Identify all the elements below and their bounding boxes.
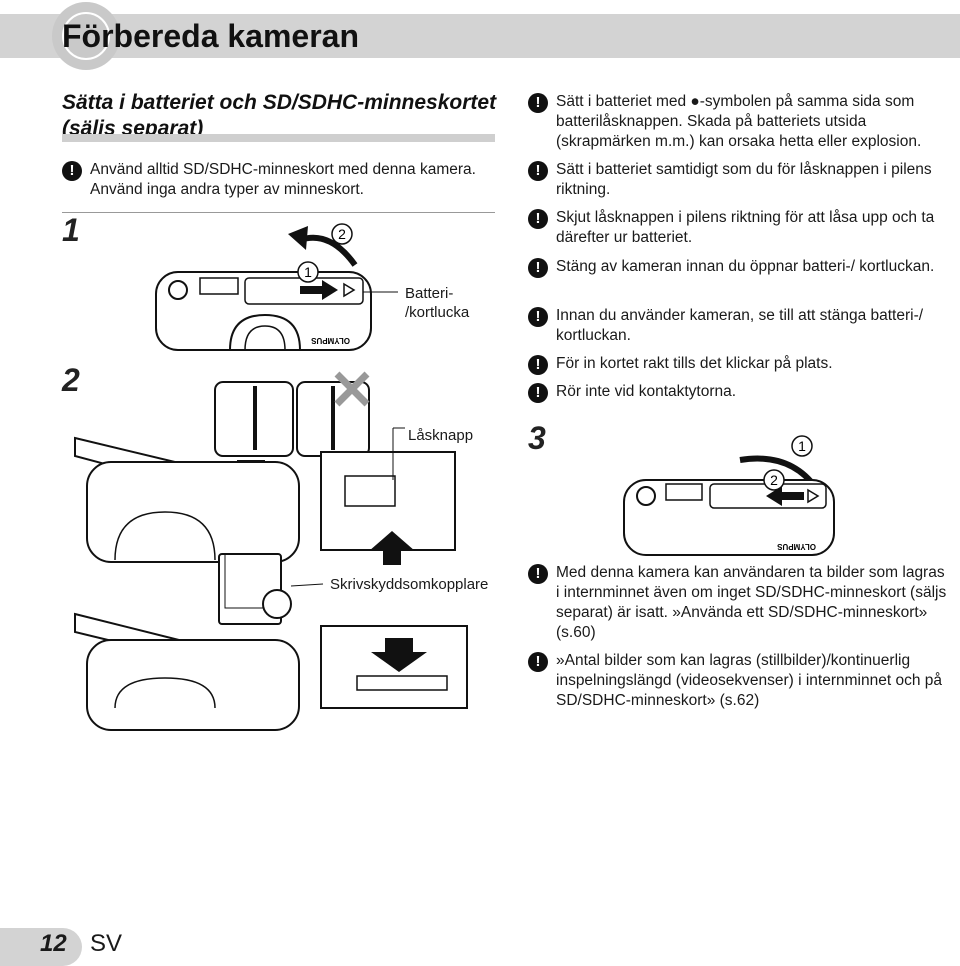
step-1-number: 1 <box>62 212 80 248</box>
circled-2-marker: 2 <box>331 223 353 245</box>
lens-ring-inner <box>244 325 286 351</box>
page-number: 12 <box>40 930 67 957</box>
triangle-mark-icon <box>343 282 356 298</box>
note-text: Med denna kamera kan användaren ta bilde… <box>556 564 947 641</box>
section-divider <box>62 212 495 213</box>
header-badge <box>52 2 120 70</box>
caution-icon: ! <box>528 564 548 584</box>
svg-text:2: 2 <box>338 226 346 242</box>
lock-push-arrow <box>369 531 415 565</box>
header-bar <box>0 14 960 58</box>
note-text: »Antal bilder som kan lagras (stillbilde… <box>556 652 943 709</box>
step-2-number: 2 <box>62 362 80 398</box>
note-right-4: ! Stäng av kameran innan du öppnar batte… <box>528 257 958 278</box>
svg-text:2: 2 <box>770 472 778 488</box>
brand-mark: OLYMPUS <box>311 336 350 345</box>
note-text: Rör inte vid kontaktytorna. <box>556 383 737 400</box>
note-text: Skjut låsknappen i pilens riktning för a… <box>556 209 935 246</box>
svg-text:1: 1 <box>798 438 806 454</box>
lens-ring <box>229 313 301 351</box>
figure-camera-door: OLYMPUS <box>155 226 398 351</box>
slide-arrow <box>300 280 338 300</box>
intro-note: ! Använd alltid SD/SDHC-minneskort med d… <box>62 160 482 200</box>
figure-card-insert <box>74 553 468 731</box>
svg-text:1: 1 <box>304 264 312 280</box>
cross-icon <box>334 371 370 407</box>
figure-battery-insert <box>74 371 456 565</box>
caution-icon: ! <box>528 355 548 375</box>
note-right-1: ! Sätt i batteriet med ●-symbolen på sam… <box>528 92 958 152</box>
slide-arrow-2 <box>766 486 804 506</box>
caution-icon: ! <box>528 383 548 403</box>
note-right-5: ! Innan du använder kameran, se till att… <box>528 306 958 346</box>
note-text: Sätt i batteriet med ●-symbolen på samma… <box>556 93 922 150</box>
caution-icon: ! <box>528 307 548 327</box>
step-3-number: 3 <box>528 420 546 456</box>
note-text: Sätt i batteriet samtidigt som du för lå… <box>556 161 932 198</box>
note-bottom-2: ! »Antal bilder som kan lagras (stillbil… <box>528 651 948 711</box>
battery-door-label: Batteri- /kortlucka <box>405 285 470 321</box>
circled-1-marker-2: 1 <box>791 435 813 457</box>
note-text: Stäng av kameran innan du öppnar batteri… <box>556 258 935 275</box>
note-text: För in kortet rakt tills det klickar på … <box>556 355 833 372</box>
page-title: Förbereda kameran <box>62 18 360 54</box>
note-right-7: ! Rör inte vid kontaktytorna. <box>528 382 958 403</box>
caution-icon: ! <box>528 93 548 113</box>
note-text: Innan du använder kameran, se till att s… <box>556 307 924 344</box>
camera-body-3 <box>86 639 300 731</box>
caution-icon: ! <box>528 258 548 278</box>
caution-icon: ! <box>528 652 548 672</box>
figure-close-door: OLYMPUS <box>623 455 835 556</box>
card-down-arrow <box>371 638 427 672</box>
speaker-grille <box>199 277 239 295</box>
section-rule <box>62 134 495 142</box>
write-protect-label: Skrivskyddsomkopplare <box>330 576 489 593</box>
circled-2-marker-2: 2 <box>763 469 785 491</box>
footer-bar <box>0 928 82 966</box>
note-right-6: ! För in kortet rakt tills det klickar p… <box>528 354 958 375</box>
language-code: SV <box>90 930 123 957</box>
circled-1-marker: 1 <box>297 261 319 283</box>
caution-icon: ! <box>62 161 82 181</box>
caution-icon: ! <box>528 209 548 229</box>
rotate-arrowhead <box>288 226 308 250</box>
intro-note-text: Använd alltid SD/SDHC-minneskort med den… <box>90 161 476 198</box>
note-right-3: ! Skjut låsknappen i pilens riktning för… <box>528 208 958 248</box>
caution-icon: ! <box>528 161 548 181</box>
svg-text:OLYMPUS: OLYMPUS <box>777 542 816 551</box>
note-bottom-1: ! Med denna kamera kan användaren ta bil… <box>528 563 948 643</box>
note-right-2: ! Sätt i batteriet samtidigt som du för … <box>528 160 958 200</box>
write-protect-callout <box>262 589 292 619</box>
tripod-socket-icon <box>168 280 188 300</box>
lock-knob-label: Låsknapp <box>408 427 474 444</box>
camera-body-2 <box>86 461 300 563</box>
